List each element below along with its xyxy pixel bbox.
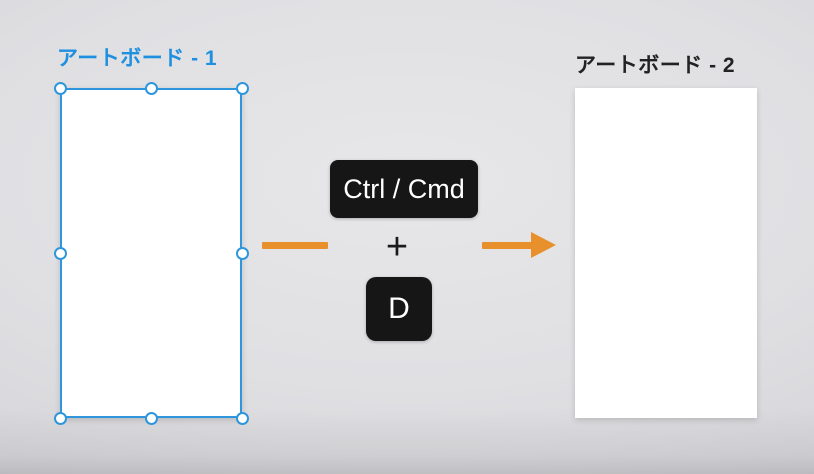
target-artboard-canvas <box>575 88 757 418</box>
target-artboard-label: アートボード - 2 <box>575 54 736 77</box>
arrow-head-icon <box>531 232 556 258</box>
selection-handle-middle-right <box>236 247 249 260</box>
letter-keycap: D <box>366 277 432 341</box>
selection-handle-top-right <box>236 82 249 95</box>
selection-handle-top-left <box>54 82 67 95</box>
connector-line-right <box>482 242 534 249</box>
source-artboard-label: アートボード - 1 <box>57 47 218 70</box>
plus-sign: + <box>385 226 409 268</box>
selection-handle-bottom-center <box>145 412 158 425</box>
selection-handle-middle-left <box>54 247 67 260</box>
selection-handle-top-center <box>145 82 158 95</box>
modifier-keycap: Ctrl / Cmd <box>330 160 478 218</box>
connector-line-left <box>262 242 328 249</box>
source-artboard-canvas <box>60 88 242 418</box>
selection-handle-bottom-left <box>54 412 67 425</box>
selection-handle-bottom-right <box>236 412 249 425</box>
